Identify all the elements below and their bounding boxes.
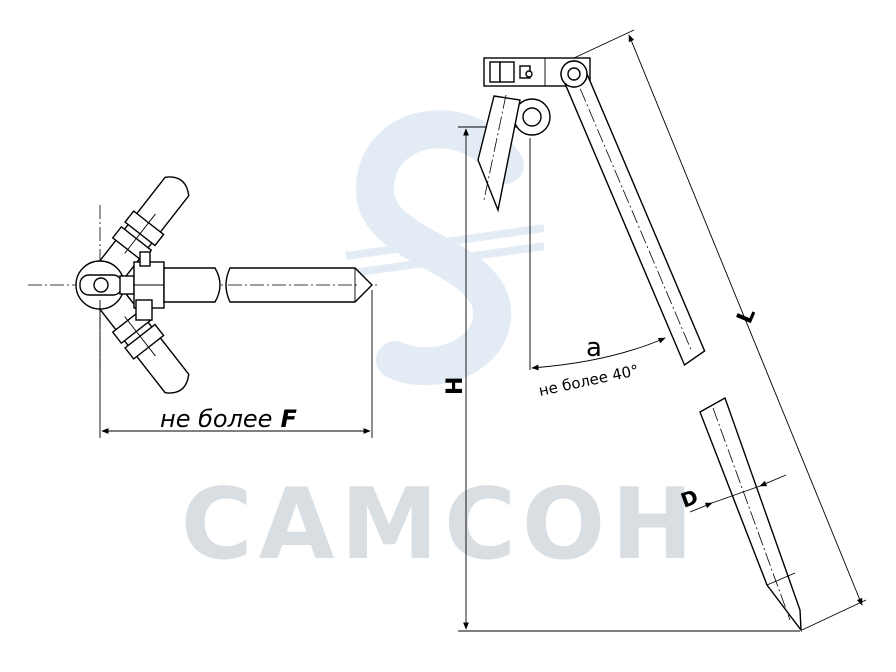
dimension-d-label: D — [678, 484, 702, 512]
main-leg-lower — [699, 396, 802, 633]
watermark-logo — [345, 110, 545, 386]
rear-leg — [477, 95, 521, 213]
side-view: H L — [443, 29, 867, 633]
main-leg-upper — [560, 60, 706, 367]
watermark-text: САМСОН — [181, 468, 700, 582]
dimension-h-label: H — [443, 377, 468, 395]
angle-arc — [531, 337, 666, 371]
angle-note: не более 40° — [537, 361, 640, 400]
dimension-l-line — [628, 34, 863, 606]
angle-label: a — [586, 333, 602, 363]
dimension-l-label: L — [733, 305, 761, 328]
rod-section — [163, 267, 221, 303]
